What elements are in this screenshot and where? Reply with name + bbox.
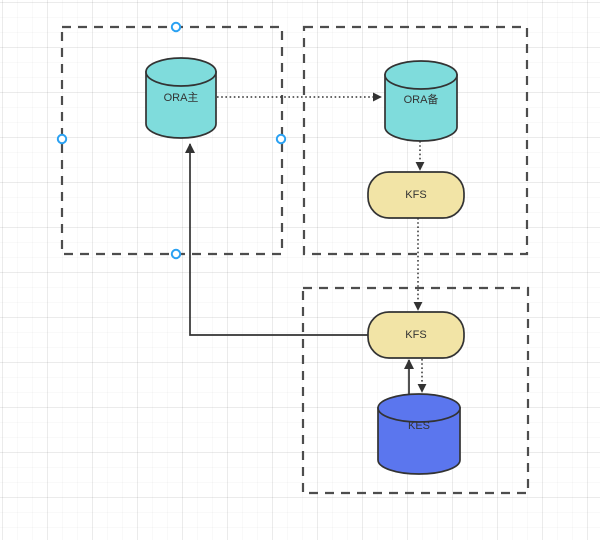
handle-left[interactable] xyxy=(56,133,68,145)
node-kfs-upper[interactable] xyxy=(367,171,465,219)
handle-bottom[interactable] xyxy=(170,248,182,260)
node-kes[interactable] xyxy=(377,393,461,475)
node-ora-primary[interactable] xyxy=(145,57,217,139)
group-kes-target[interactable] xyxy=(301,286,530,495)
node-kfs-lower[interactable] xyxy=(367,311,465,359)
handle-top[interactable] xyxy=(170,21,182,33)
handle-right[interactable] xyxy=(275,133,287,145)
selection-handles[interactable] xyxy=(56,21,287,260)
group-ora-standby[interactable] xyxy=(302,25,529,256)
node-ora-standby[interactable] xyxy=(384,60,458,142)
edge-kfs-lower-to-ora-primary[interactable] xyxy=(184,142,368,336)
